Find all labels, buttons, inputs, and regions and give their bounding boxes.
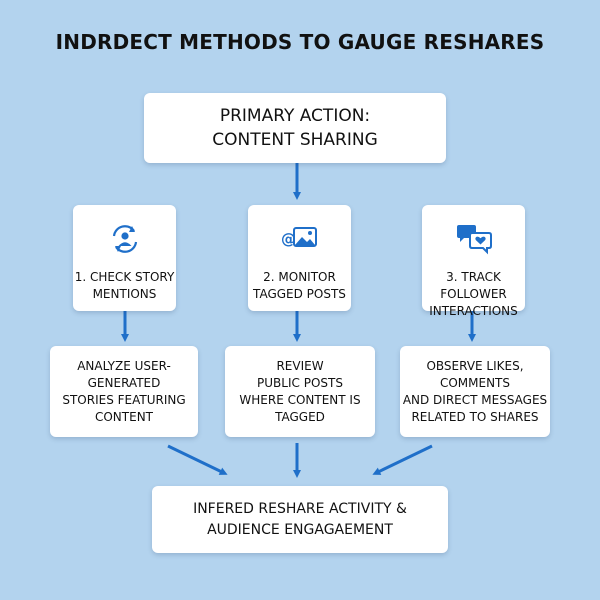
action-2-line-3: WHERE CONTENT IS TAGGED — [239, 392, 361, 424]
action-2-line-1: REVIEW — [276, 358, 324, 373]
result-line-1: INFERED RESHARE ACTIVITY & — [193, 500, 407, 517]
action-box-observe-interactions: OBSERVE LIKES, COMMENTS AND DIRECT MESSA… — [400, 346, 550, 437]
action-1-line-2: STORIES FEATURING — [62, 392, 186, 407]
method-3-line-1: 3. TRACK FOLLOWER — [440, 270, 507, 301]
action-1-line-3: CONTENT — [94, 409, 154, 424]
arrow-action-3-to-result — [372, 444, 433, 475]
diagram-title: INDRDECT METHODS TO GAUGE RESHARES — [55, 30, 545, 54]
result-box-inferred-reshare-activity: INFERED RESHARE ACTIVITY & AUDIENCE ENGA… — [152, 486, 448, 553]
primary-action-line-2: CONTENT SHARING — [212, 130, 378, 150]
method-box-check-story-mentions: 1. CHECK STORY MENTIONS — [73, 205, 176, 311]
method-1-line-1: 1. CHECK STORY — [74, 270, 175, 284]
method-3-line-2: INTERACTIONS — [429, 304, 518, 318]
result-line-2: AUDIENCE ENGAGAEMENT — [207, 521, 393, 538]
action-3-line-2: AND DIRECT MESSAGES — [402, 392, 548, 407]
method-2-line-2: TAGGED POSTS — [253, 287, 346, 301]
svg-text:@: @ — [281, 230, 296, 248]
primary-action-box: PRIMARY ACTION: CONTENT SHARING — [144, 93, 446, 163]
user-refresh-icon — [105, 221, 145, 257]
image-at-icon: @ — [280, 221, 320, 257]
action-box-analyze-stories: ANALYZE USER-GENERATED STORIES FEATURING… — [50, 346, 198, 437]
action-1-line-1: ANALYZE USER-GENERATED — [77, 358, 171, 390]
action-2-line-2: PUBLIC POSTS — [257, 375, 343, 390]
action-3-line-1: OBSERVE LIKES, COMMENTS — [426, 358, 524, 390]
action-box-review-public-posts: REVIEW PUBLIC POSTS WHERE CONTENT IS TAG… — [225, 346, 375, 437]
arrow-action-1-to-result — [167, 444, 228, 475]
primary-action-line-1: PRIMARY ACTION: — [219, 106, 371, 126]
action-3-line-3: RELATED TO SHARES — [411, 409, 539, 424]
method-2-line-1: 2. MONITOR — [263, 270, 336, 284]
method-1-line-2: MENTIONS — [92, 287, 157, 301]
method-box-monitor-tagged-posts: @ 2. MONITOR TAGGED POSTS — [248, 205, 351, 311]
chat-heart-icon — [454, 221, 494, 257]
method-box-track-follower-interactions: 3. TRACK FOLLOWER INTERACTIONS — [422, 205, 525, 318]
